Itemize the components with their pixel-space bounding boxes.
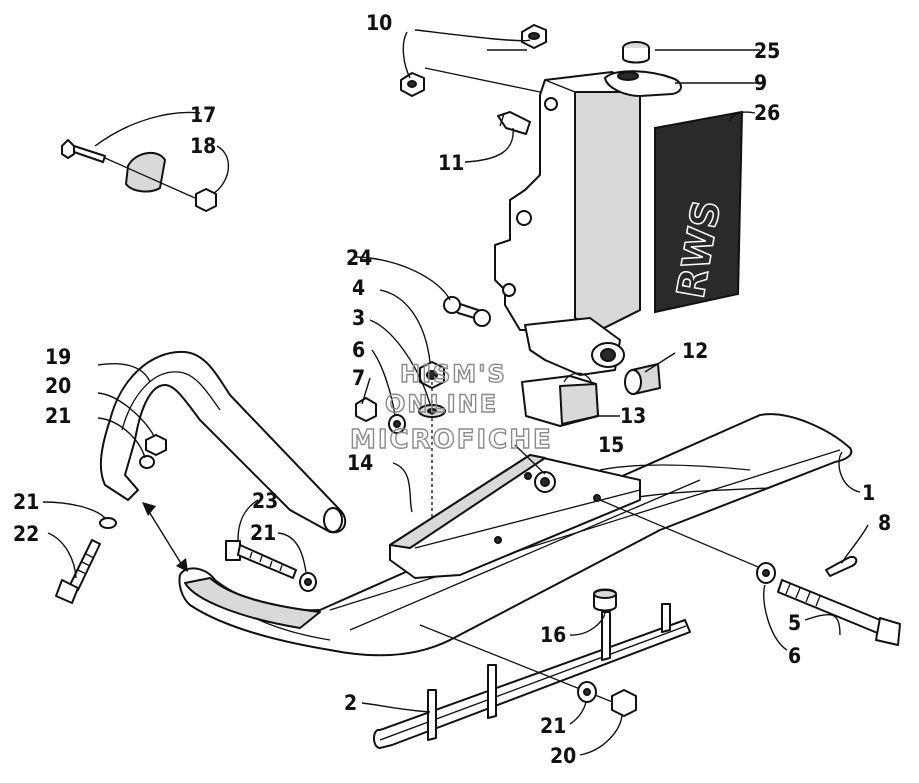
callout-8: 8 — [878, 511, 891, 535]
callout-2: 2 — [344, 691, 357, 715]
washer-21-left[interactable] — [99, 517, 117, 529]
watermark-line-3: MICROFICHE — [350, 425, 553, 455]
nut-4[interactable] — [419, 361, 445, 389]
bushing-24[interactable] — [443, 296, 491, 327]
leader-lines — [42, 29, 869, 756]
spindle-housing[interactable] — [524, 317, 625, 376]
callout-7: 7 — [352, 366, 365, 390]
callout-labels: 1 2 3 4 5 6 6 7 8 9 10 11 12 13 14 15 16… — [13, 11, 891, 768]
spindle-plug[interactable] — [622, 41, 650, 64]
callout-11: 11 — [438, 151, 464, 175]
callout-21c: 21 — [250, 521, 276, 545]
bolt-23[interactable] — [225, 540, 297, 579]
callout-25: 25 — [754, 39, 780, 63]
callout-23: 23 — [252, 489, 278, 513]
callout-21b: 21 — [13, 490, 39, 514]
washer-3[interactable] — [418, 404, 446, 418]
callout-16: 16 — [540, 623, 566, 647]
watermark-line-1: HISM'S — [400, 360, 507, 388]
callout-18: 18 — [190, 134, 216, 158]
callout-17: 17 — [190, 103, 216, 127]
callout-14: 14 — [347, 451, 373, 475]
callout-20b: 20 — [550, 744, 576, 768]
washer-15[interactable] — [534, 471, 556, 493]
ski-saddle[interactable] — [389, 454, 641, 579]
nut-21-loop[interactable] — [145, 434, 167, 456]
nut-18[interactable] — [195, 188, 217, 212]
nut-7[interactable] — [355, 397, 377, 422]
callout-20a: 20 — [45, 374, 71, 398]
bushing-12[interactable] — [624, 363, 661, 395]
alignment-arrow — [142, 502, 188, 572]
callout-19: 19 — [45, 345, 71, 369]
washer-6-left[interactable] — [388, 414, 406, 434]
bolt-17[interactable] — [61, 139, 106, 163]
callout-10: 10 — [366, 11, 392, 35]
bolt-5[interactable] — [777, 579, 901, 646]
bumper-block-13[interactable] — [521, 372, 599, 427]
spindle-tube[interactable] — [494, 71, 641, 331]
wear-bar-studs[interactable] — [427, 603, 671, 741]
callout-6b: 6 — [788, 644, 801, 668]
callout-12: 12 — [682, 339, 708, 363]
top-lock-nut[interactable] — [521, 24, 547, 49]
bracket-17[interactable] — [125, 151, 166, 193]
washer-21-bottom[interactable] — [577, 681, 597, 703]
washer-21-mid[interactable] — [299, 572, 317, 592]
rws-decal[interactable]: RWS — [654, 110, 744, 314]
washer-6-right[interactable] — [756, 562, 776, 584]
callout-21d: 21 — [540, 714, 566, 738]
washer-20-loop[interactable] — [139, 455, 155, 469]
callout-9: 9 — [754, 71, 767, 95]
side-lock-nut[interactable] — [400, 72, 425, 97]
watermark: HISM'S ONLINE MICROFICHE — [349, 359, 553, 455]
nut-16[interactable] — [593, 588, 617, 612]
callout-13: 13 — [620, 404, 646, 428]
callout-5: 5 — [788, 611, 801, 635]
bolt-22[interactable] — [55, 539, 101, 604]
nut-20-bottom[interactable] — [611, 689, 637, 717]
callout-21a: 21 — [45, 404, 71, 428]
callout-24: 24 — [346, 246, 372, 270]
callout-22: 22 — [13, 522, 39, 546]
spindle-cap-plate[interactable] — [604, 70, 682, 97]
watermark-line-2: ONLINE — [385, 390, 498, 418]
callout-3: 3 — [352, 306, 365, 330]
cotter-pin[interactable] — [825, 556, 858, 577]
callout-26: 26 — [754, 101, 780, 125]
callout-4: 4 — [352, 276, 365, 300]
callout-6a: 6 — [352, 338, 365, 362]
callout-1: 1 — [862, 481, 875, 505]
callout-15: 15 — [598, 433, 624, 457]
ski-loop[interactable] — [99, 350, 347, 534]
grease-fitting[interactable] — [497, 111, 531, 135]
